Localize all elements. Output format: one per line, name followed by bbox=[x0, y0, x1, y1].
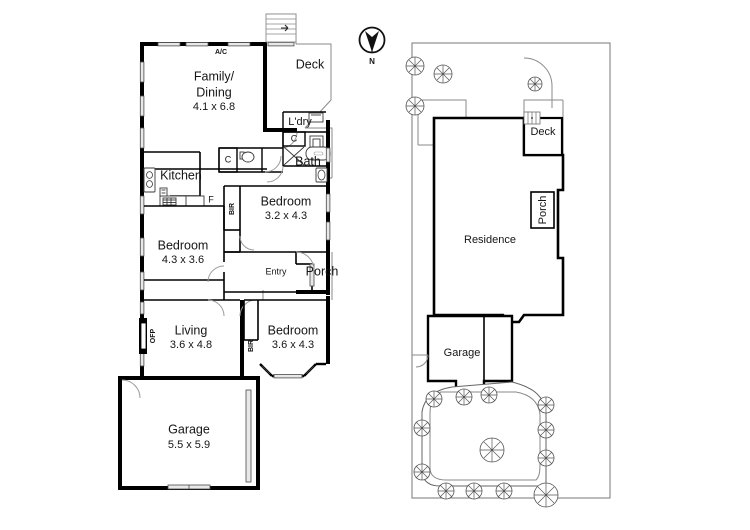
room-label-deck: Deck bbox=[296, 57, 325, 71]
bath-door-arc bbox=[266, 165, 284, 183]
north-label: N bbox=[369, 57, 375, 66]
tree-icon bbox=[405, 96, 425, 116]
bay-window-front bbox=[259, 362, 326, 379]
room-label-bedroom-front: Bedroom bbox=[268, 323, 319, 337]
tree-icon bbox=[479, 437, 505, 463]
north-arrow-icon: N bbox=[358, 26, 386, 66]
cupboard-label-ldry: C bbox=[291, 133, 298, 143]
front-door bbox=[309, 263, 315, 287]
interior-walls-wet-area bbox=[218, 111, 326, 173]
cooktop-icon bbox=[159, 187, 168, 197]
site-label-garage: Garage bbox=[444, 347, 481, 359]
room-dim-bedroom-left: 4.3 x 3.6 bbox=[162, 254, 204, 266]
room-dim-bedroom-rear: 3.2 x 4.3 bbox=[265, 210, 307, 222]
tree-icon bbox=[405, 56, 425, 76]
toilet-door-arc bbox=[264, 155, 282, 173]
laundry-cross-icon bbox=[283, 146, 305, 166]
bedroom-rear-door-arc bbox=[239, 235, 255, 251]
tree-icon bbox=[437, 482, 455, 500]
room-dim-garage: 5.5 x 5.9 bbox=[168, 439, 210, 451]
tree-icon bbox=[533, 482, 559, 508]
site-deck bbox=[522, 111, 564, 157]
tree-icon bbox=[495, 482, 513, 500]
room-dim-family: 4.1 x 6.8 bbox=[193, 101, 235, 113]
room-label-dining: Dining bbox=[196, 85, 231, 99]
site-boundary bbox=[411, 42, 611, 499]
window-group-right-rear bbox=[325, 147, 331, 241]
room-label-family: Family/ bbox=[194, 69, 235, 83]
room-label-living: Living bbox=[175, 323, 208, 337]
bir-label-rear: BIR bbox=[229, 203, 236, 215]
tree-icon bbox=[537, 396, 555, 414]
room-label-garage: Garage bbox=[168, 422, 210, 436]
bedroom-left-walls bbox=[144, 205, 225, 300]
tree-icon bbox=[480, 386, 498, 404]
bedroom-left-door-arc bbox=[207, 265, 225, 283]
room-label-ldry: L'dry bbox=[288, 116, 312, 128]
garage-door-arc bbox=[121, 379, 141, 399]
room-label-porch: Porch bbox=[306, 264, 339, 278]
room-label-bedroom-left: Bedroom bbox=[158, 238, 209, 252]
kitchen-sink-icon bbox=[143, 167, 156, 193]
site-porch bbox=[530, 191, 555, 229]
entry-door-arc bbox=[295, 251, 315, 271]
garage-side-window bbox=[245, 389, 252, 483]
tree-icon bbox=[433, 64, 453, 84]
bir-label-front: BIR bbox=[248, 340, 255, 352]
fireplace-icon bbox=[139, 318, 147, 354]
window-group-left bbox=[139, 61, 145, 367]
basin-icon bbox=[315, 167, 328, 183]
room-label-entry: Entry bbox=[265, 266, 287, 276]
toilet-icon bbox=[239, 151, 255, 163]
tree-icon bbox=[537, 421, 555, 439]
fridge-label: F bbox=[208, 194, 214, 204]
staircase-icon bbox=[265, 13, 297, 43]
tree-group bbox=[405, 56, 559, 508]
tree-icon bbox=[537, 449, 555, 467]
living-door-arc bbox=[207, 299, 225, 317]
kitchen-bench-group bbox=[159, 195, 205, 207]
tree-icon bbox=[413, 419, 431, 437]
bedroom-front-walls bbox=[243, 299, 326, 341]
site-plan-group: Residence Deck Porch Garage bbox=[405, 42, 611, 508]
tree-icon bbox=[455, 388, 473, 406]
site-garage-side-door bbox=[412, 354, 429, 368]
ofp-label: OFP bbox=[150, 328, 157, 343]
ac-label: A/C bbox=[215, 49, 227, 56]
tree-icon bbox=[413, 463, 431, 481]
tree-icon bbox=[465, 482, 483, 500]
site-label-deck: Deck bbox=[530, 126, 556, 138]
room-dim-living: 3.6 x 4.8 bbox=[170, 339, 212, 351]
room-label-bath: Bath bbox=[295, 154, 321, 168]
cupboard-label-toilet: C bbox=[225, 154, 232, 164]
bedroom-rear-walls bbox=[223, 185, 326, 253]
room-label-kitchen: Kitchen bbox=[160, 168, 202, 182]
tree-icon bbox=[425, 390, 443, 408]
tree-icon bbox=[527, 76, 543, 92]
site-label-porch: Porch bbox=[537, 196, 549, 225]
ground-floor-plan-group: A/C Family/ bbox=[118, 13, 339, 490]
room-label-bedroom-rear: Bedroom bbox=[261, 194, 312, 208]
room-dim-bedroom-front: 3.6 x 4.3 bbox=[272, 339, 314, 351]
window-group-top bbox=[157, 42, 295, 47]
site-label-residence: Residence bbox=[464, 234, 516, 246]
